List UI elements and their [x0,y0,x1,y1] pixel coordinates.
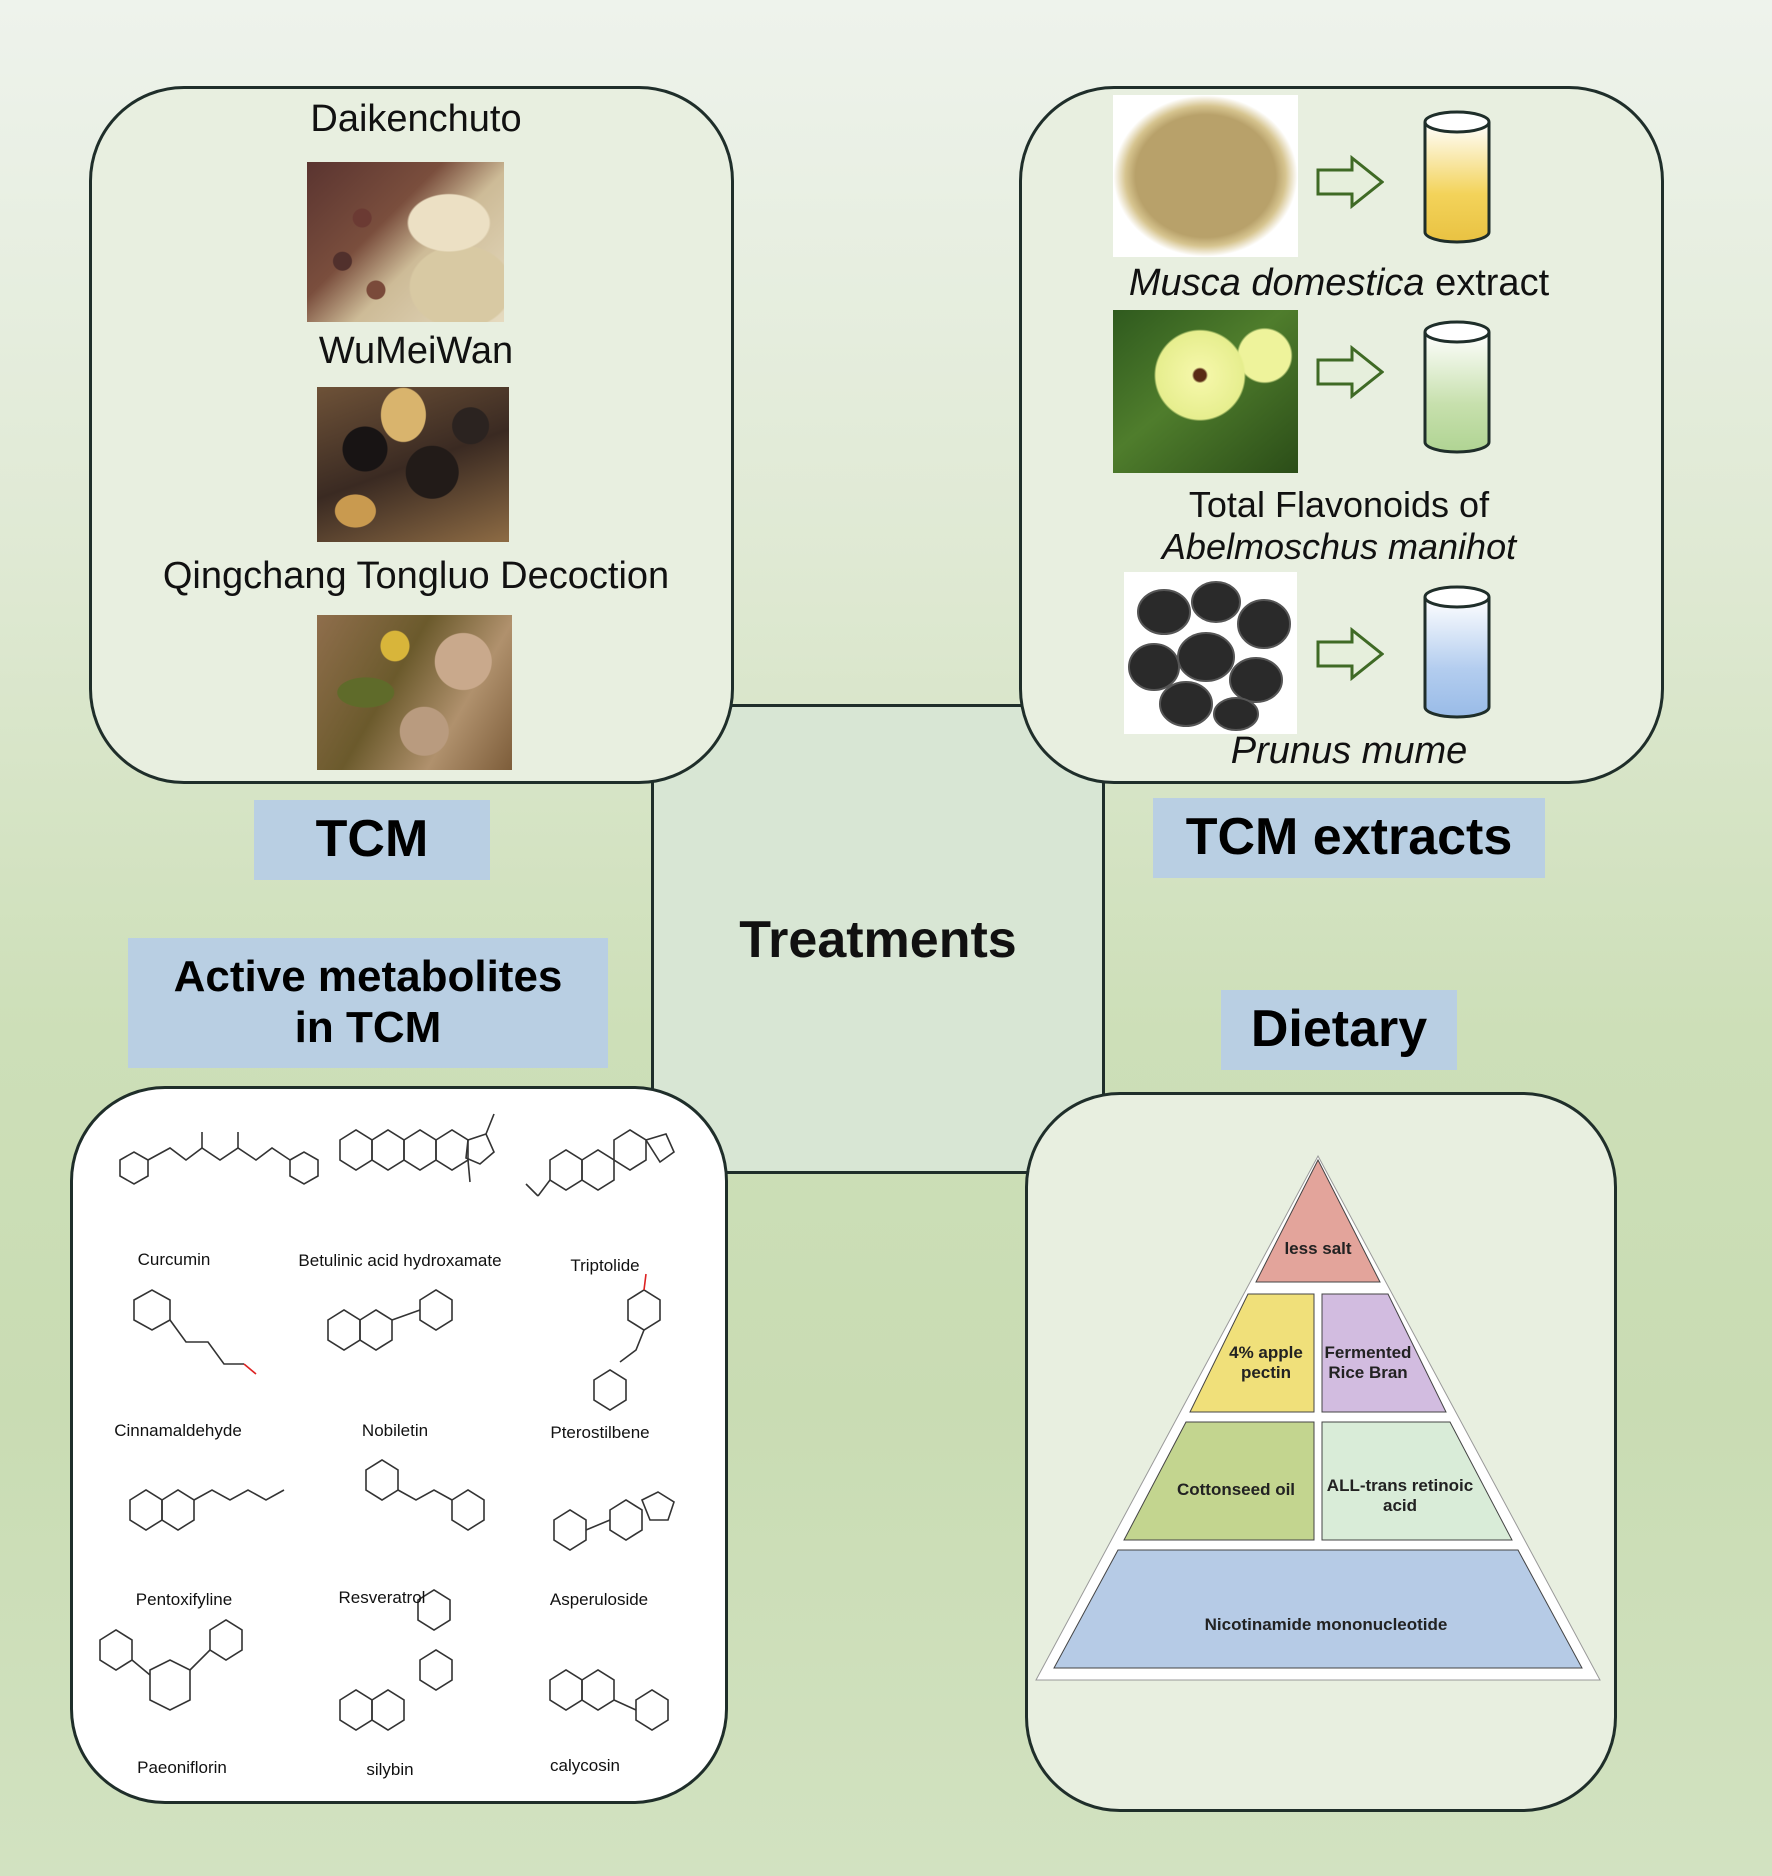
arrow-icon [1316,345,1384,399]
active-metabolites-label: Active metabolites in TCM [128,938,608,1068]
compound-resveratrol: Resveratrol [338,1588,426,1607]
active-metabolites-panel [70,1086,728,1804]
musca-label: Musca domestica extract [1128,262,1550,304]
daikenchuto-photo [307,162,504,322]
compound-pterostilbene: Pterostilbene [550,1423,650,1442]
compound-calycosin: calycosin [550,1756,620,1775]
qingchang-photo [317,615,512,770]
compound-cinnamaldehyde: Cinnamaldehyde [114,1421,242,1440]
nobiletin-structure [327,1289,453,1351]
formula-daikenchuto: Daikenchuto [310,98,522,140]
tier-nmn [1053,1549,1583,1669]
pyr-apple-line1: 4% apple [1229,1343,1303,1362]
diet-pyramid: less salt 4% apple pectin Fermented Rice… [1035,1154,1601,1681]
silybin-structure [339,1589,453,1731]
extract-cylinder-blue [1423,585,1491,719]
compound-nobiletin: Nobiletin [361,1421,429,1440]
arrow-icon [1316,155,1384,209]
pyr-retinoic-line2: acid [1383,1496,1417,1515]
asperuloside-structure [553,1491,675,1551]
compound-curcumin: Curcumin [137,1250,211,1269]
tier-rice-bran [1321,1293,1447,1413]
compound-pentoxifyline: Pentoxifyline [135,1590,233,1609]
treatments-title: Treatments [739,911,1017,969]
tier-apple-pectin [1189,1293,1315,1413]
formula-qingchang: Qingchang Tongluo Decoction [162,555,670,597]
pyr-bran-line1: Fermented [1325,1343,1412,1362]
extract-cylinder-green [1423,320,1491,454]
calycosin-structure [549,1669,669,1731]
tier-cottonseed-oil [1123,1421,1315,1541]
prunus-photo [1124,572,1297,734]
triptolide-structure [525,1129,675,1197]
active-metabolites-line2: in TCM [294,1003,442,1052]
pterostilbene-structure [593,1273,661,1411]
compound-asperuloside: Asperuloside [549,1590,649,1609]
extract-cylinder-yellow [1423,110,1491,244]
paeoniflorin-structure [99,1619,243,1711]
compound-silybin: silybin [366,1760,414,1779]
cinnamaldehyde-structure [133,1289,257,1375]
active-metabolites-line1: Active metabolites [173,952,563,1002]
pyr-nmn: Nicotinamide mononucleotide [1205,1615,1448,1634]
arrow-icon [1316,627,1384,681]
pyr-apple-line2: pectin [1241,1363,1291,1382]
tier-less-salt [1255,1158,1381,1283]
pentoxifyline-structure [129,1489,285,1531]
compound-paeoniflorin: Paeoniflorin [137,1758,227,1777]
dietary-label: Dietary [1221,990,1457,1070]
compound-betulinic: Betulinic acid hydroxamate [298,1251,502,1270]
tcm-label: TCM [254,800,490,880]
prunus-fruits [1128,581,1291,731]
wumeiwan-photo [317,387,509,542]
abelmoschus-label-line2: Abelmoschus manihot [1161,526,1517,567]
resveratrol-structure [365,1459,485,1531]
structures-panel [99,1113,675,1731]
betulinic-structure [339,1113,495,1183]
tcm-extracts-label: TCM extracts [1153,798,1545,878]
prunus-label: Prunus mume [1230,730,1468,772]
pyr-cottonseed: Cottonseed oil [1177,1480,1295,1499]
tier-retinoic-acid [1321,1421,1513,1541]
curcumin-structure [119,1132,319,1185]
musca-photo [1113,95,1298,257]
formula-wumeiwan: WuMeiWan [318,330,514,372]
pyr-less-salt: less salt [1284,1239,1351,1258]
center-square [651,704,1105,1174]
pyr-bran-line2: Rice Bran [1328,1363,1407,1382]
abelmoschus-label-line1: Total Flavonoids of [1188,484,1490,525]
compound-triptolide: Triptolide [570,1256,640,1275]
abelmoschus-photo [1113,310,1298,473]
pyr-retinoic-line1: ALL-trans retinoic [1327,1476,1473,1495]
pyramid-outline [1035,1154,1601,1681]
